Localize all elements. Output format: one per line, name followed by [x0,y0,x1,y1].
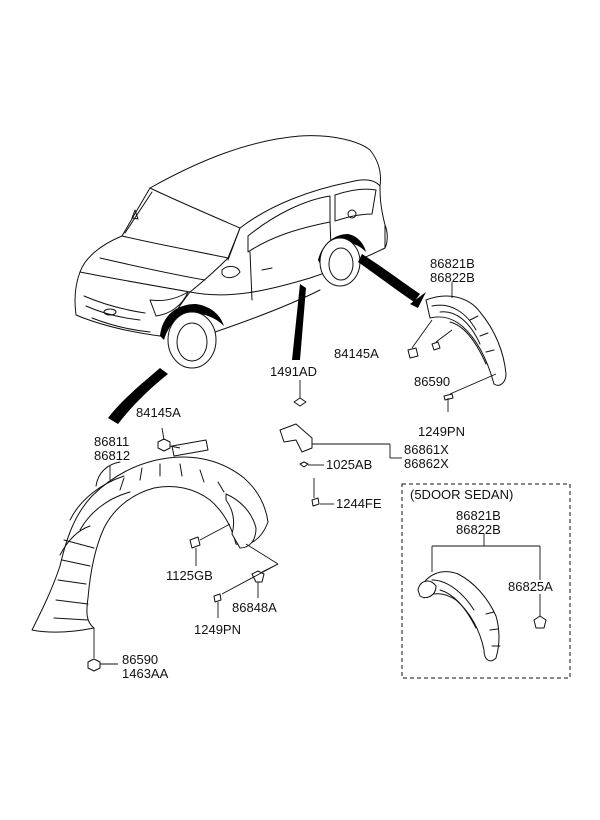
inset-frame [401,483,571,679]
arrow-rear-to-liner [358,254,420,302]
label-86812: 86812 [94,448,130,463]
label-86825A: 86825A [508,579,553,594]
label-1491AD: 1491AD [270,364,317,379]
label-86590-right: 86590 [414,374,450,389]
car-front-wheel [167,311,217,369]
car-fuel-door [347,209,357,219]
clip-84145A-right-icon [407,347,419,359]
arrow-front-to-liner [108,368,168,424]
screw-1249PN-right-icon [443,393,454,401]
car-front-window [247,195,331,253]
car-roof-line [149,135,371,189]
front-guard-tab [171,439,209,457]
clip-86848A-icon [251,570,265,583]
rear-wheel-guard-part [425,295,507,386]
arrow-side-to-bracket [292,284,306,360]
screw-1125GB-icon [189,536,201,549]
clip-84145A-left-icon [157,438,171,452]
clip-86590-left-icon [87,658,101,672]
nut-1025AB-icon [299,461,309,468]
car-rear-window [334,188,377,222]
car-hood [79,235,229,293]
car-antenna [131,209,139,220]
label-1244FE: 1244FE [336,496,382,511]
inset-5door-sedan [401,483,571,679]
label-86822B-inset: 86822B [456,522,501,537]
label-86590-left: 86590 [122,652,158,667]
center-bracket-group [279,380,402,507]
label-1249PN-left: 1249PN [194,622,241,637]
label-1125GB: 1125GB [166,568,213,583]
car-headlight [149,291,189,317]
car-illustration [74,135,388,369]
label-1463AA: 1463AA [122,666,169,681]
label-86811: 86811 [94,434,129,449]
inset-title: (5DOOR SEDAN) [410,487,513,502]
car-rear-wheel [319,237,361,287]
label-86861X: 86861X [404,442,449,457]
label-84145A-left: 84145A [136,405,181,420]
clip-86590-right-icon [431,341,441,351]
label-86821B-inset: 86821B [456,508,501,523]
label-84145A-right: 84145A [334,346,379,361]
bracket-86861X-part [279,423,313,453]
screw-1244FE-icon [311,497,320,507]
label-86822B-top: 86822B [430,270,475,285]
screw-1249PN-left-icon [213,593,222,603]
car-side-mirror [221,265,241,279]
clip-86825A-icon [533,615,547,629]
front-guard-flap [225,493,257,549]
pointer-arrows [108,254,426,424]
part-labels: 86821B 86822B 84145A 86590 1249PN 1491AD… [94,256,553,681]
label-86821B-top: 86821B [430,256,475,271]
label-1025AB: 1025AB [326,457,372,472]
car-windshield [121,187,241,259]
car-emblem [103,308,117,316]
label-1249PN-right: 1249PN [418,424,465,439]
label-86848A: 86848A [232,600,277,615]
front-wheel-guard-group [31,427,279,672]
car-front-wheel-arch [160,304,224,340]
clip-1491AD-icon [293,397,307,407]
rear-wheel-guard-group [407,282,507,412]
label-86862X: 86862X [404,456,449,471]
